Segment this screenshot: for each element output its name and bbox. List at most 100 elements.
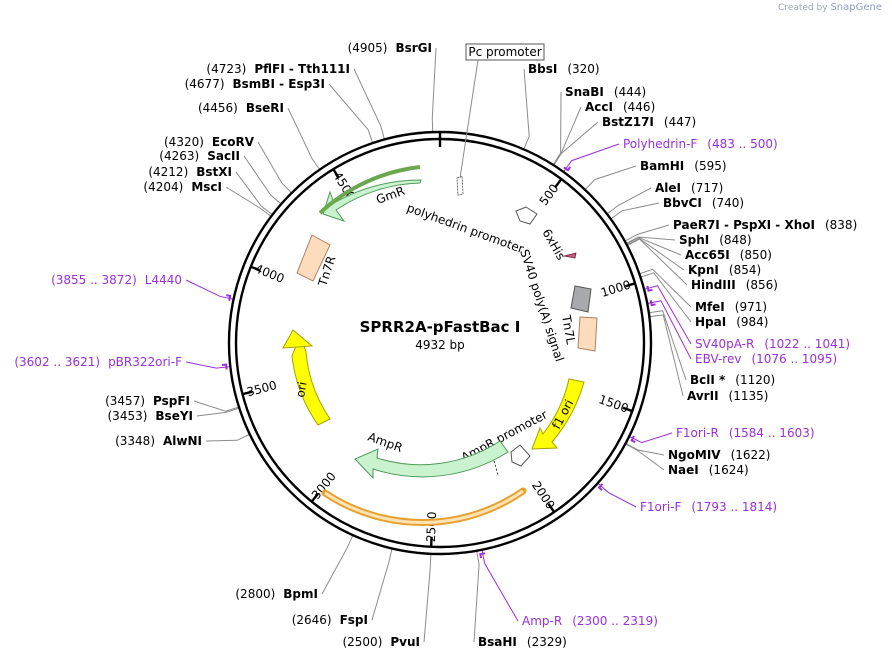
primer-mark	[597, 483, 604, 492]
site-coord: (4212)	[148, 165, 188, 179]
site-label: BseYI (3453)	[108, 409, 194, 423]
site-coord: (2646)	[292, 613, 332, 627]
site-coord: (838)	[825, 218, 857, 232]
primer-range: (1793 .. 1814)	[691, 500, 777, 514]
primer-mark	[649, 300, 656, 307]
watermark: Created by SnapGene	[778, 2, 882, 13]
site-leader	[321, 534, 354, 595]
tick-label: 1000	[599, 278, 632, 300]
site-label: BsmBI - Esp3I(4677)	[185, 77, 325, 91]
site-label: BstXI(4212)	[148, 165, 232, 179]
6xhis-mark	[563, 252, 577, 259]
site-name: BbsI	[528, 62, 557, 76]
site-coord: (3453)	[108, 409, 148, 423]
site-label: BamHI(595)	[640, 159, 727, 173]
site-leader	[353, 68, 385, 140]
primer-mark	[222, 363, 228, 370]
site-name: BbvCI	[663, 196, 702, 210]
plasmid-center-labels: SPRR2A-pFastBac I 4932 bp	[360, 318, 521, 352]
site-coord: (4320)	[164, 135, 204, 149]
site-leader	[423, 553, 432, 643]
ampr-promoter-arrow	[510, 444, 531, 467]
primer-leader	[628, 432, 673, 444]
site-coord: (3457)	[105, 394, 145, 408]
primer-mark	[226, 294, 232, 302]
site-leader	[553, 121, 599, 166]
primer-name: L4440	[145, 273, 182, 287]
site-leader	[553, 106, 582, 166]
site-label: HpaI(984)	[695, 315, 768, 329]
primer-label: L4440(3855 .. 3872)	[51, 273, 182, 287]
site-leader	[626, 237, 685, 271]
primer-mark	[646, 285, 653, 292]
site-coord: (4905)	[348, 41, 388, 55]
primer-mark	[479, 552, 486, 559]
tick-mark	[242, 390, 253, 396]
site-label: FspI (2646)	[292, 613, 368, 627]
primer-name: Polyhedrin-F	[623, 137, 697, 151]
site-label: SacII(4263)	[159, 149, 240, 163]
primer-range: (1076 .. 1095)	[751, 352, 837, 366]
site-coord: (2329)	[527, 635, 567, 649]
site-name: BstZ17I	[602, 115, 654, 129]
feature-layer: GmR polyhedrin promoter 6xHis SV40 poly(…	[282, 43, 598, 526]
watermark-prefix: Created by	[778, 3, 828, 13]
site-coord: (1120)	[735, 373, 775, 387]
tick-mark	[554, 178, 563, 188]
site-label: EcoRV (4320)	[164, 135, 255, 149]
primer-range: (2300 .. 2319)	[572, 614, 658, 628]
site-label: NaeI(1624)	[668, 463, 749, 477]
site-name: AccI	[585, 100, 613, 114]
site-leader	[625, 442, 665, 456]
site-leader	[606, 187, 652, 215]
site-coord: (717)	[691, 181, 723, 195]
site-label: PvuI(2500)	[342, 635, 420, 649]
sv40-polya-block	[570, 285, 592, 313]
site-label: AleI(717)	[655, 181, 723, 195]
site-leader	[205, 433, 250, 442]
site-label: KpnI(854)	[688, 263, 761, 277]
primer-mark	[563, 166, 572, 172]
site-name: SnaBI	[565, 85, 604, 99]
watermark-brand: SnapGene	[830, 2, 882, 13]
site-leader	[625, 443, 665, 471]
site-coord: (320)	[567, 62, 599, 76]
site-name: BseYI	[155, 409, 193, 423]
site-coord: (447)	[664, 115, 696, 129]
site-name: FspI	[340, 613, 368, 627]
site-label: BsrGI(4905)	[348, 41, 432, 55]
primer-name: Amp-R	[522, 614, 562, 628]
site-label: PspFI (3457)	[105, 394, 190, 408]
primer-name: F1ori-R	[676, 426, 719, 440]
site-name: PspFI	[153, 394, 190, 408]
primer-range: (1022 .. 1041)	[764, 337, 850, 351]
site-label: BbsI (320)	[528, 62, 600, 76]
site-leader	[235, 171, 273, 216]
site-name: EcoRV	[212, 135, 255, 149]
ampr-dash-mark	[493, 460, 499, 476]
tn7r-block	[296, 234, 331, 282]
site-coord: (4456)	[198, 101, 238, 115]
site-leader	[371, 548, 393, 621]
site-name: BamHI	[640, 159, 684, 173]
site-coord: (1135)	[729, 389, 769, 403]
site-label: NgoMIV(1622)	[668, 448, 770, 462]
pc-promoter-mark	[456, 175, 464, 196]
tick-label: 4000	[253, 261, 287, 285]
site-leader	[639, 268, 692, 308]
site-name: BsmBI - Esp3I	[233, 77, 325, 91]
site-name: NaeI	[668, 463, 699, 477]
6xhis-label: 6xHis	[539, 227, 568, 263]
site-name: BsaHI	[478, 635, 517, 649]
site-coord: (848)	[719, 233, 751, 247]
site-leader	[626, 236, 682, 256]
site-name: Acc65I	[685, 248, 730, 262]
primer-leader	[597, 482, 637, 508]
site-leader	[523, 68, 530, 150]
ori-arrowhead	[282, 329, 314, 349]
site-label: BsaHI (2329)	[478, 635, 567, 649]
site-leader	[610, 202, 660, 220]
ori-body	[291, 334, 331, 426]
site-name: PvuI	[390, 635, 420, 649]
primer-label: EBV-rev(1076 .. 1095)	[695, 352, 837, 366]
